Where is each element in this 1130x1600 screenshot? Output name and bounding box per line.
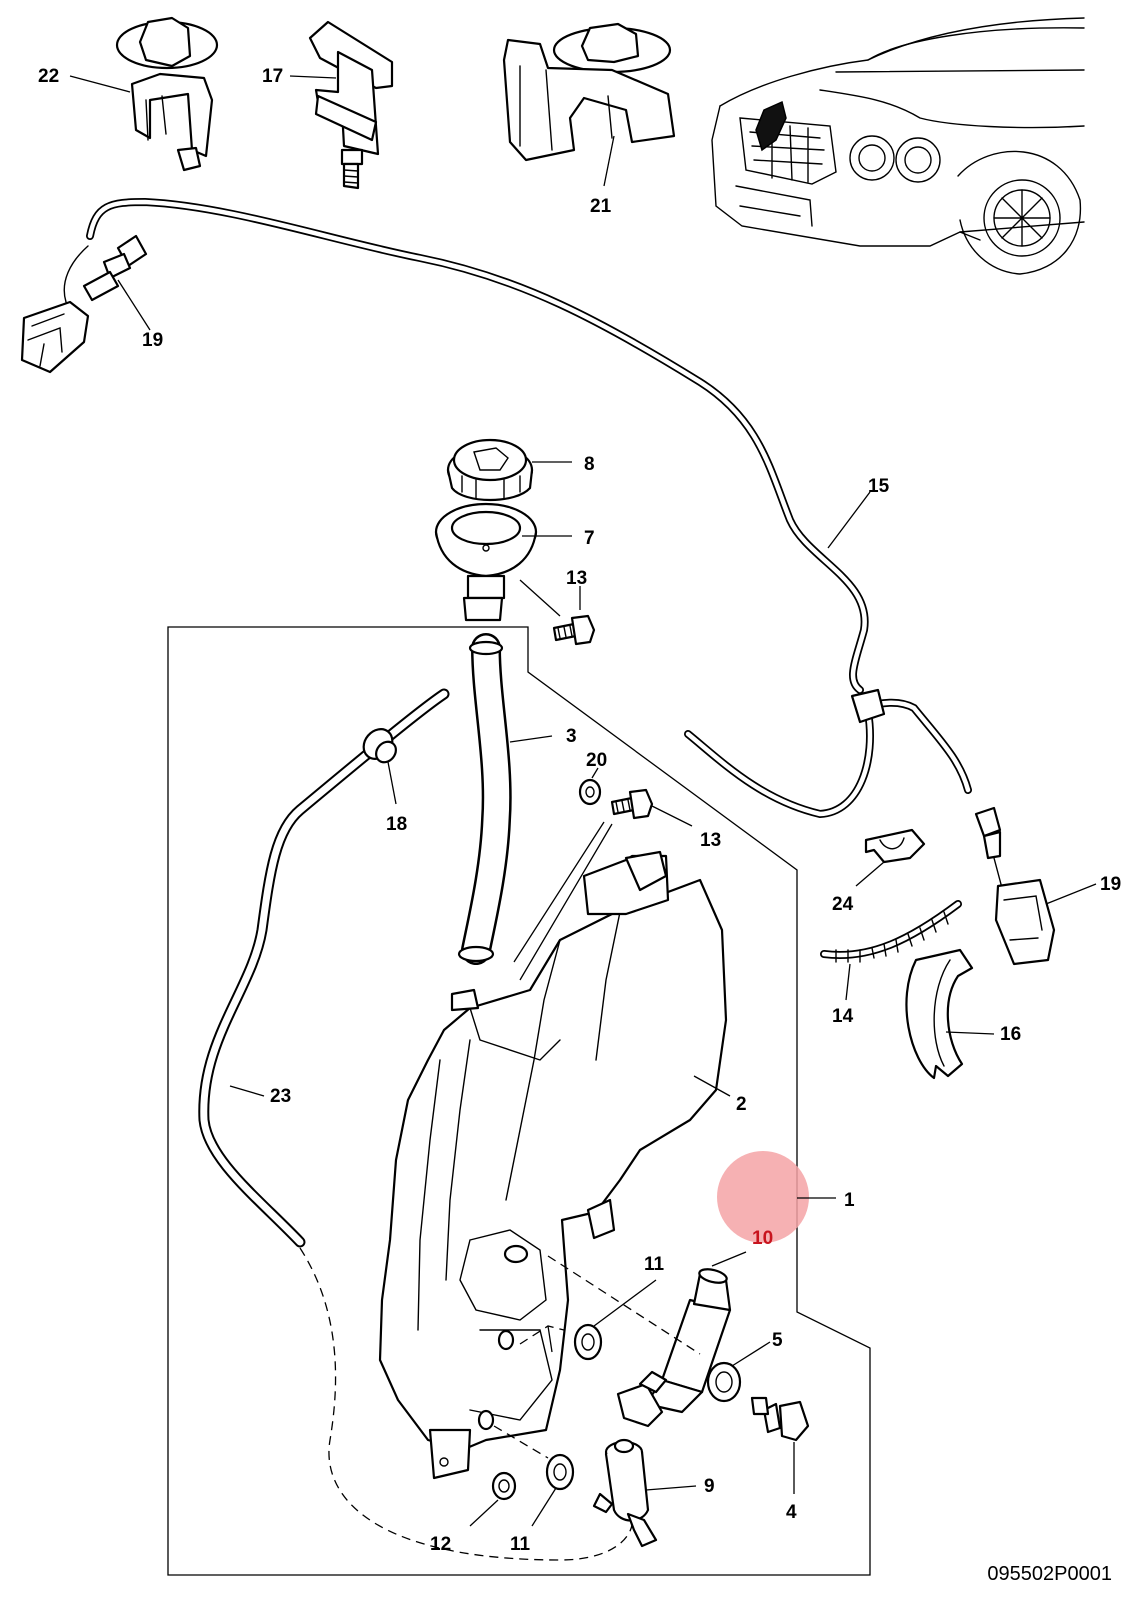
callout-4: 4 [786,1502,797,1523]
washer-reservoir-location-marker [755,100,787,152]
callout-12: 12 [430,1534,451,1555]
callout-1: 1 [844,1190,855,1211]
part-9-washer-pump [592,1438,658,1548]
part-12-grommet [491,1471,517,1501]
callout-8: 8 [584,454,595,475]
part-13-bolt-top [552,614,596,646]
part-19-jet-connector-right [974,806,1056,966]
part-2-washer-reservoir [378,850,728,1480]
callout-13-top: 13 [566,568,587,589]
callout-5: 5 [772,1330,783,1351]
callout-16: 16 [1000,1024,1021,1045]
callout-14: 14 [832,1006,854,1027]
callout-11-upper: 11 [644,1254,665,1275]
part-20-washer [578,778,602,806]
callout-9: 9 [704,1476,715,1497]
part-21-double-clip [502,22,676,162]
part-18-grommet [362,728,397,764]
callout-19-left: 19 [142,330,163,351]
callout-20: 20 [586,750,607,771]
part-4-level-sensor [750,1396,810,1442]
part-10-washer-pump [616,1268,732,1428]
part-19-jet-connector-left [20,234,148,374]
callout-19-right: 19 [1100,874,1121,895]
part-22-clip [115,16,219,172]
part-17-clip [308,20,394,190]
part-7-filler-neck [434,502,538,622]
callout-3: 3 [566,726,577,747]
vehicle-illustration [711,17,1085,275]
callout-2: 2 [736,1094,747,1115]
callout-15: 15 [868,476,890,497]
part-13-bolt-mid [610,788,654,820]
part-16-clamp-bracket [905,948,974,1080]
callout-18: 18 [386,814,407,835]
callout-21: 21 [590,196,612,217]
part-11-grommet-upper [573,1323,603,1361]
callout-13-mid: 13 [700,830,721,851]
callout-17: 17 [262,66,283,87]
callout-10: 10 [752,1228,773,1249]
drawing-number: 095502P0001 [987,1563,1112,1585]
callout-11-lower: 11 [510,1534,531,1555]
assembly-boundary [167,626,871,1576]
hose-t-piece [850,688,886,724]
callout-23: 23 [270,1086,291,1107]
highlight-marker [717,1151,809,1243]
part-8-filler-cap [446,438,534,502]
part-5-seal-ring [706,1361,742,1403]
callout-22: 22 [38,66,59,87]
part-11-grommet-lower [545,1453,575,1491]
callout-24: 24 [832,894,854,915]
callout-7: 7 [584,528,595,549]
part-24-hose-clip [864,828,926,864]
